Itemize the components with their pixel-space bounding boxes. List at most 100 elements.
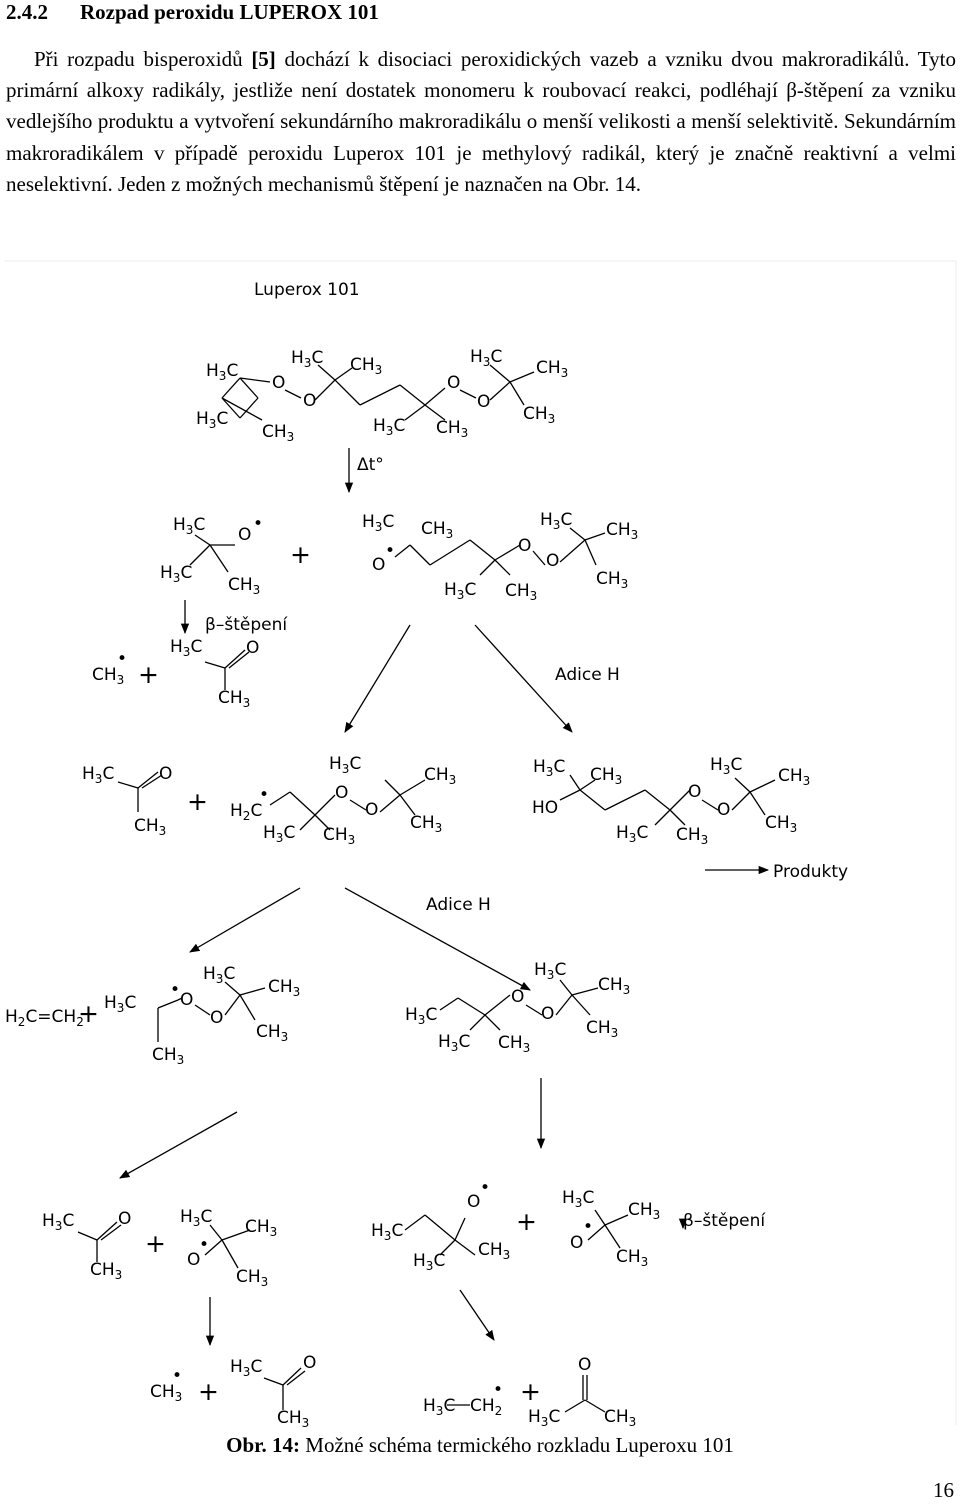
atom-label: CH3 <box>90 1260 122 1282</box>
heat-label: Δt° <box>357 455 384 475</box>
bond <box>509 381 525 406</box>
atom-label: H3C <box>82 764 114 786</box>
bond <box>644 789 671 811</box>
atom-label: HO <box>532 798 558 818</box>
atom-label: • <box>385 541 395 561</box>
atom-label: H3C <box>528 1407 560 1429</box>
page-number: 16 <box>933 1478 954 1502</box>
atom-label: CH3 <box>410 813 442 835</box>
bond <box>379 794 401 813</box>
bond <box>559 789 581 801</box>
bond <box>454 1217 466 1241</box>
atom-label: H2C=CH2 <box>5 1007 84 1029</box>
bond <box>239 994 256 1021</box>
bond <box>479 559 496 576</box>
atom-label: CH3 <box>765 813 797 835</box>
section-title: Rozpad peroxidu LUPEROX 101 <box>80 0 379 24</box>
bond <box>494 559 511 576</box>
atom-label: CH3 <box>676 825 708 847</box>
bond <box>469 539 496 561</box>
atom-label: H3C <box>291 348 323 370</box>
atom-label: O <box>570 1233 583 1253</box>
atom-label: O <box>238 525 251 545</box>
beta-cleavage-label: β–štěpení <box>683 1211 766 1231</box>
bond <box>559 979 573 996</box>
atom-label: CH3 <box>421 519 453 541</box>
atom-label: O <box>447 373 460 393</box>
bond <box>604 1214 629 1226</box>
bond <box>269 791 291 806</box>
atom-label: CH3 <box>590 765 622 787</box>
bond <box>117 781 139 789</box>
bond <box>569 774 581 791</box>
bond <box>204 1239 223 1256</box>
bond <box>489 381 511 401</box>
bond <box>594 1209 606 1226</box>
bond <box>404 1214 426 1231</box>
bond <box>604 789 646 811</box>
bond <box>489 364 511 383</box>
bond <box>525 1004 543 1016</box>
bond <box>484 1014 501 1031</box>
atom-label: O <box>511 987 524 1007</box>
atom-label: CH3 <box>262 422 294 444</box>
bond <box>587 1224 606 1241</box>
paragraph-text-rest: dochází k disociaci peroxidických vazeb … <box>6 47 956 196</box>
bond <box>584 539 597 566</box>
bond <box>239 397 259 419</box>
bond <box>569 527 586 541</box>
bond <box>239 377 271 383</box>
bond <box>286 1370 306 1386</box>
bond <box>221 397 263 421</box>
bond <box>194 534 211 546</box>
reaction-arrow <box>474 624 573 733</box>
beta-cleavage-label: β–štěpení <box>205 615 288 635</box>
atom-label: CH3 <box>436 418 468 440</box>
bond <box>228 651 250 669</box>
atom-label: H3C <box>170 637 202 659</box>
atom-label: • <box>172 1366 182 1386</box>
atom-label: • <box>583 1217 593 1237</box>
atom-label: CH3 <box>424 765 456 787</box>
bond <box>314 379 336 401</box>
bond <box>571 994 591 1016</box>
atom-label: CH3 <box>256 1022 288 1044</box>
bond-lines <box>77 364 776 1413</box>
atom-label: O <box>365 800 378 820</box>
atom-label: • <box>170 980 180 1000</box>
bond <box>429 539 471 566</box>
bond <box>399 794 416 816</box>
atom-label: H3C <box>470 347 502 369</box>
atom-label: O <box>272 373 285 393</box>
plus-sign: + <box>520 1377 541 1406</box>
atom-label: O <box>210 1008 223 1028</box>
plus-sign: + <box>516 1207 537 1236</box>
bond <box>334 379 361 406</box>
atom-label: CH3 <box>596 569 628 591</box>
paragraph-text-start: Při rozpadu bisperoxidů <box>34 47 252 71</box>
atom-label: H3C <box>710 755 742 777</box>
atom-label: • <box>199 1235 209 1255</box>
atom-label: H3C <box>438 1032 470 1054</box>
bond <box>559 539 586 563</box>
bond <box>263 1377 284 1386</box>
atom-label: CH3 <box>604 1407 636 1429</box>
atom-label: CH3 <box>92 665 124 687</box>
atom-label: CH3 <box>268 977 300 999</box>
atom-label: H3C <box>160 563 192 585</box>
atom-label: CH3 <box>505 581 537 603</box>
plus-sign: + <box>78 999 99 1028</box>
atom-label: CH3 <box>150 1382 182 1404</box>
bond <box>100 1224 122 1241</box>
atom-label: • <box>253 514 263 534</box>
bond <box>749 791 766 816</box>
bond <box>532 550 546 566</box>
atom-label: CH3 <box>628 1200 660 1222</box>
bond <box>399 779 426 796</box>
bond <box>77 1231 98 1241</box>
atom-label: H3C <box>203 964 235 986</box>
atom-label: H3C <box>413 1251 445 1273</box>
